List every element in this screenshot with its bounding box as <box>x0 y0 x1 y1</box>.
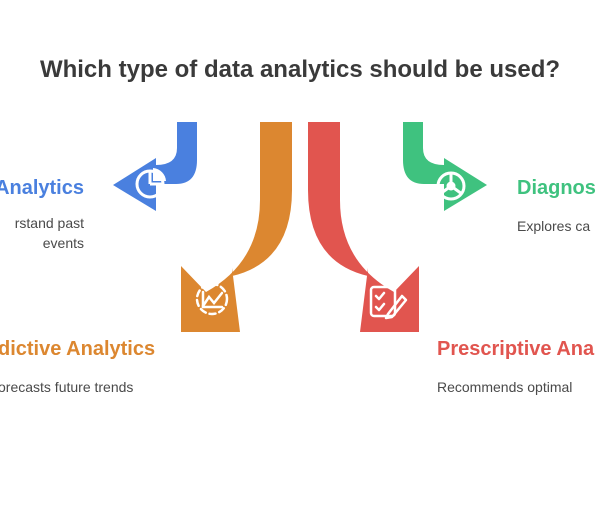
diagnostic-arrow <box>403 122 487 211</box>
descriptive-desc-line-2: events <box>42 235 84 251</box>
predictive-label: dictive Analytics <box>0 338 156 360</box>
descriptive-label: Analytics <box>0 177 84 199</box>
descriptive-arrow <box>113 122 197 211</box>
descriptive-desc-line-1: rstand past <box>14 215 84 231</box>
page-title: Which type of data analytics should be u… <box>39 56 561 83</box>
prescriptive-desc-line-1: Recommends optimal <box>437 379 573 395</box>
diagnostic-label: Diagnos <box>517 177 596 199</box>
predictive-arrow <box>181 122 292 332</box>
prescriptive-arrow <box>308 122 419 332</box>
prescriptive-label: Prescriptive Ana <box>437 338 595 360</box>
predictive-desc-line-1: orecasts future trends <box>0 379 134 395</box>
diagnostic-desc-line-1: Explores ca <box>517 218 591 234</box>
pie-chart-icon <box>135 168 166 199</box>
checklist-icon <box>369 285 408 320</box>
segment-chart-icon <box>436 171 466 201</box>
trend-chart-icon <box>195 282 229 316</box>
